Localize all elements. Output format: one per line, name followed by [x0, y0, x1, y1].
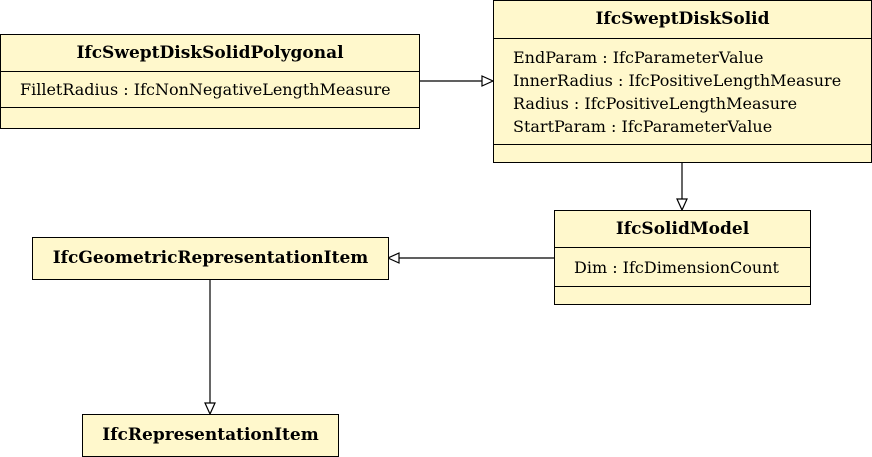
attribute-list: FilletRadius : IfcNonNegativeLengthMeasu…: [1, 71, 419, 108]
attribute-list: EndParam : IfcParameterValue InnerRadius…: [494, 38, 871, 145]
operation-list: [555, 287, 810, 304]
operation-list: [494, 145, 871, 162]
generalization-arrowhead: [204, 402, 216, 416]
generalization-arrowhead: [386, 252, 400, 264]
attribute: InnerRadius : IfcPositiveLengthMeasure: [513, 71, 842, 90]
class-box-geometric-representation-item: IfcGeometricRepresentationItem: [32, 237, 389, 280]
class-name: IfcGeometricRepresentationItem: [52, 248, 369, 268]
attribute: StartParam : IfcParameterValue: [513, 117, 773, 136]
attribute: Radius : IfcPositiveLengthMeasure: [513, 94, 798, 113]
attribute: FilletRadius : IfcNonNegativeLengthMeasu…: [20, 80, 391, 99]
attribute-list: Dim : IfcDimensionCount: [555, 247, 810, 287]
attribute: Dim : IfcDimensionCount: [574, 258, 779, 277]
class-name: IfcRepresentationItem: [102, 425, 319, 445]
generalization-arrowhead: [676, 198, 688, 212]
class-name: IfcSolidModel: [615, 219, 750, 239]
class-name: IfcSweptDiskSolidPolygonal: [76, 43, 344, 63]
class-box-solid-model: IfcSolidModel Dim : IfcDimensionCount: [554, 210, 811, 305]
generalization-arrowhead: [481, 75, 495, 87]
class-box-swept-disk-solid: IfcSweptDiskSolid EndParam : IfcParamete…: [493, 0, 872, 163]
class-name: IfcSweptDiskSolid: [595, 9, 770, 29]
attribute: EndParam : IfcParameterValue: [513, 48, 764, 67]
class-box-representation-item: IfcRepresentationItem: [82, 414, 339, 457]
operation-list: [1, 108, 419, 127]
class-box-swept-disk-solid-polygonal: IfcSweptDiskSolidPolygonal FilletRadius …: [0, 34, 420, 129]
